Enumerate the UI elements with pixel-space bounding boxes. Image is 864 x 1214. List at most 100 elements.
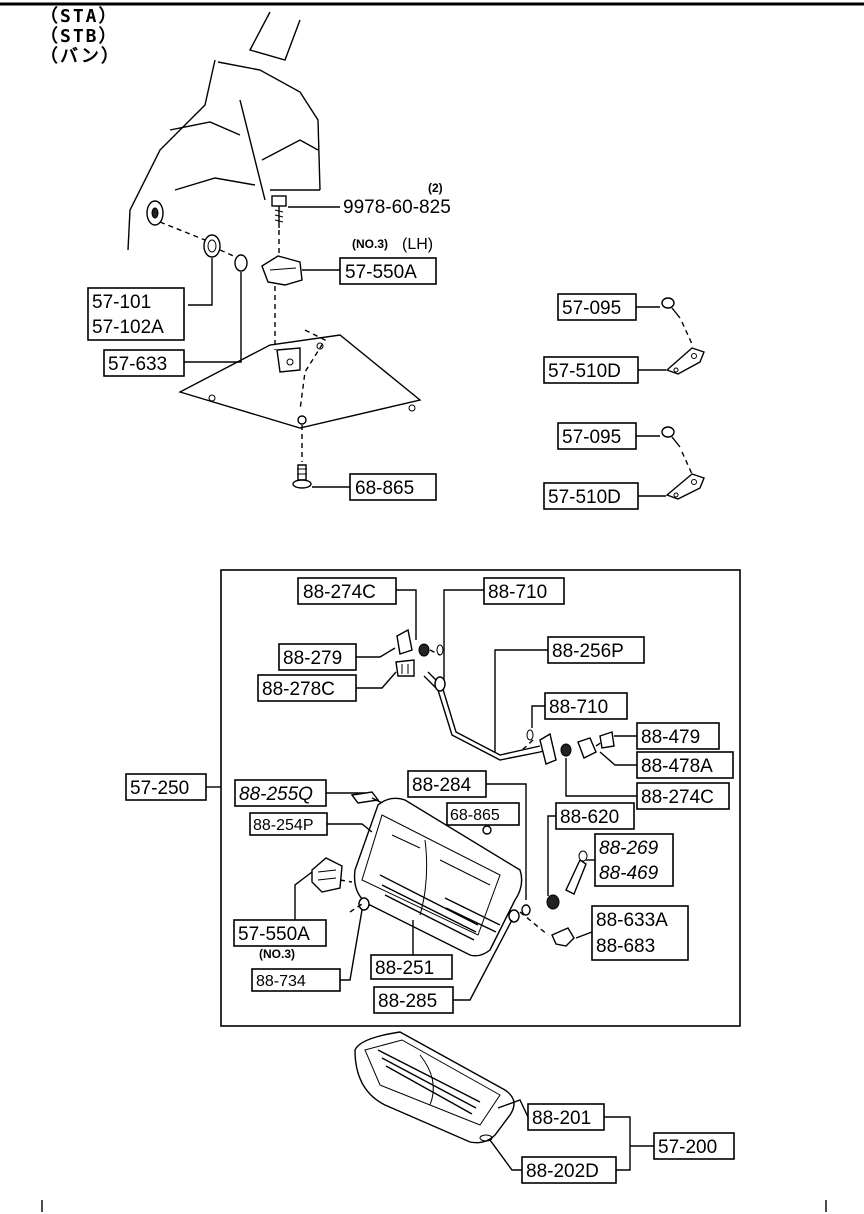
box-68-865-mid [446, 802, 520, 826]
box-88-285 [373, 986, 454, 1014]
seat-back-assembly-frame [220, 569, 741, 1027]
box-88-274C-b [636, 782, 730, 810]
box-88-274C-a [297, 577, 397, 605]
label-88-274C-a: 88-274C [303, 582, 376, 603]
hook-drawing-b [661, 426, 705, 500]
box-57-095-b [557, 422, 637, 450]
leader-88-278C [356, 671, 397, 689]
label-88-479: 88-479 [641, 727, 700, 748]
box-88-279 [278, 643, 357, 671]
box-68-865-top [349, 473, 437, 501]
label-88-285: 88-285 [378, 991, 437, 1012]
label-57-510D-a: 57-510D [548, 361, 621, 382]
box-88-710-a [483, 577, 565, 605]
leader-57-200 [604, 1116, 654, 1171]
label-88-620: 88-620 [560, 807, 619, 828]
label-57-550A-top: 57-550A [345, 262, 417, 283]
leader-88-201 [497, 1099, 529, 1118]
body-panel-drawing [127, 11, 422, 489]
label-88-284: 88-284 [412, 775, 472, 796]
box-88-710-b [544, 692, 628, 720]
label-88-633A: 88-633A [596, 910, 668, 931]
label-57-633: 57-633 [108, 354, 167, 375]
box-57-550A-mid [233, 919, 327, 947]
label-88-274C-b: 88-274C [641, 787, 714, 808]
box-88-479 [636, 722, 720, 750]
label-88-201: 88-201 [532, 1108, 591, 1129]
box-88-734 [251, 968, 341, 992]
label-57-250: 57-250 [130, 778, 189, 799]
box-88-284 [407, 770, 487, 798]
label-88-469: 88-469 [599, 863, 659, 884]
box-57-633 [103, 349, 185, 377]
box-88-620 [555, 802, 635, 830]
label-88-256P: 88-256P [552, 641, 624, 662]
box-57-510D-b [543, 482, 639, 510]
hook-drawing-a [661, 297, 705, 375]
leader-88-620 [547, 815, 556, 896]
label-88-710-b: 88-710 [549, 697, 608, 718]
box-57-510D-a [543, 356, 639, 384]
label-57-510D-b: 57-510D [548, 487, 621, 508]
label-88-734: 88-734 [256, 973, 306, 990]
box-88-633A [591, 905, 689, 961]
label-88-278C: 88-278C [262, 679, 335, 700]
label-68-865-mid: 68-865 [450, 807, 500, 824]
label-88-255Q: 88-255Q [239, 784, 313, 805]
qty-note: (2) [428, 181, 443, 195]
leader-88-254P [327, 823, 373, 833]
box-88-256P [547, 636, 645, 664]
box-57-101 [87, 287, 185, 341]
corner-ticks [41, 1200, 827, 1212]
leader-57-550A-mid [294, 871, 313, 920]
box-88-201 [527, 1103, 605, 1131]
box-88-254P [249, 812, 328, 836]
box-88-202D [521, 1156, 617, 1184]
label-88-478A: 88-478A [641, 756, 713, 777]
label-88-254P: 88-254P [253, 817, 314, 834]
label-57-095-b: 57-095 [562, 427, 621, 448]
leader-88-734 [340, 909, 363, 981]
variant-van: （バン） [40, 46, 121, 67]
lock-mechanism-drawing [395, 628, 615, 947]
label-88-202D: 88-202D [526, 1161, 599, 1182]
label-57-101: 57-101 [92, 292, 151, 313]
label-57-102A: 57-102A [92, 317, 164, 338]
label-88-269: 88-269 [599, 838, 659, 859]
box-88-478A [636, 751, 734, 779]
label-57-200: 57-200 [658, 1137, 717, 1158]
variant-sta: （STA） [40, 6, 119, 27]
leader-57-101 [188, 258, 213, 306]
variant-stb: （STB） [40, 26, 119, 47]
box-57-250 [125, 773, 207, 801]
box-57-200 [653, 1132, 735, 1160]
label-68-865-top: 68-865 [355, 478, 414, 499]
no3-note-mid: (NO.3) [259, 947, 295, 961]
label-88-279: 88-279 [283, 648, 342, 669]
leader-88-633A [575, 931, 593, 939]
seat-cushion-drawing [354, 1031, 515, 1144]
seat-back-drawing [311, 791, 523, 957]
label-88-710-a: 88-710 [488, 582, 547, 603]
leader-88-256P [494, 649, 548, 752]
leader-88-284 [486, 783, 527, 900]
label-57-550A-mid: 57-550A [238, 924, 310, 945]
leader-88-274C-b [565, 758, 637, 797]
label-57-095-a: 57-095 [562, 298, 621, 319]
box-57-095-a [557, 293, 637, 321]
label-88-683: 88-683 [596, 936, 655, 957]
box-88-278C [257, 674, 357, 702]
leader-88-710-a [443, 589, 484, 680]
no3-note-top: (NO.3) [352, 237, 388, 251]
leader-88-274C-a [396, 589, 417, 640]
leader-88-478A [599, 751, 637, 766]
leader-88-710-b [531, 705, 545, 728]
leader-57-633 [184, 272, 242, 363]
leader-88-202D [489, 1139, 522, 1171]
box-88-251 [370, 954, 453, 980]
leader-88-279 [356, 647, 396, 658]
box-88-255Q [234, 779, 327, 807]
box-57-550A-top [339, 257, 437, 285]
box-88-269 [594, 833, 674, 887]
